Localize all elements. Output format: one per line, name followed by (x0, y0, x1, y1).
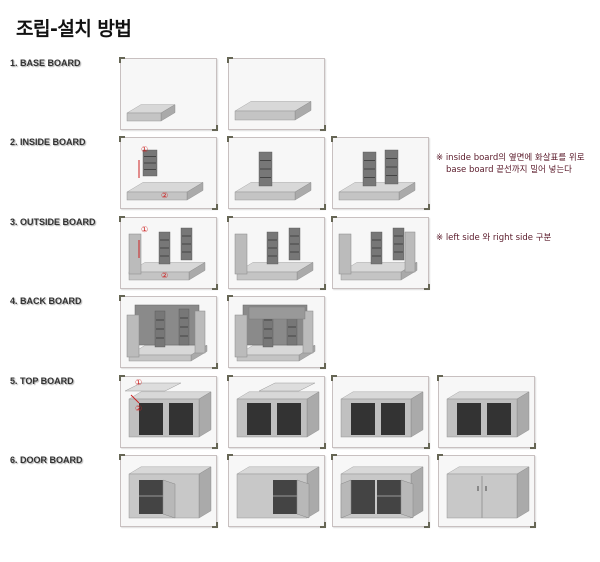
arrow-icon (130, 394, 140, 404)
step-image-inside-one (227, 136, 326, 210)
assembly-illustration (126, 104, 176, 122)
step-image-top-one (227, 375, 326, 449)
step-label: 6. DOOR BOARD (10, 455, 83, 465)
step-image-door-three (331, 454, 430, 528)
assembly-illustration (234, 304, 316, 362)
marker-one: ① (141, 225, 148, 234)
step-image-top-done (437, 375, 536, 449)
assembly-illustration (234, 101, 312, 121)
assembly-illustration (234, 151, 312, 201)
step-image-door-done (437, 454, 536, 528)
step-image-door-one (119, 454, 218, 528)
step-label: 4. BACK BOARD (10, 296, 82, 306)
page-title: 조립-설치 방법 (16, 18, 132, 40)
marker-two: ② (161, 271, 168, 280)
step-label: 5. TOP BOARD (10, 376, 74, 386)
assembly-illustration (126, 304, 208, 362)
marker-two: ② (135, 404, 142, 413)
assembly-illustration: ①② (124, 378, 212, 438)
step-image-door-two (227, 454, 326, 528)
marker-one: ① (135, 378, 142, 387)
step-image-outside-two (331, 216, 430, 290)
assembly-illustration (128, 466, 212, 519)
step-image-base-double (227, 57, 326, 131)
assembly-illustration (338, 149, 416, 201)
step-label: 1. BASE BOARD (10, 58, 81, 68)
step-image-outside-one (227, 216, 326, 290)
assembly-illustration (446, 466, 530, 519)
step-image-inside-two (331, 136, 430, 210)
step-note: ※ left side 와 right side 구분 (436, 232, 551, 244)
marker-two: ② (161, 191, 168, 200)
step-image-top-two (331, 375, 430, 449)
assembly-illustration: ①② (126, 145, 204, 201)
note-line: base board 끝선까지 밀어 넣는다 (446, 165, 572, 175)
assembly-illustration (236, 466, 320, 519)
step-note: ※ inside board의 옆면에 화살표를 위로 base board 끝선… (436, 152, 585, 176)
note-line: ※ inside board의 옆면에 화살표를 위로 (436, 153, 585, 163)
assembly-illustration (236, 382, 320, 438)
step-label: 3. OUTSIDE BOARD (10, 217, 96, 227)
assembly-illustration (340, 391, 424, 438)
assembly-illustration: ①② (128, 225, 206, 281)
assembly-illustration (338, 227, 418, 281)
assembly-illustration (340, 466, 424, 519)
note-line: ※ left side 와 right side 구분 (436, 233, 552, 243)
step-image-back-one (119, 295, 218, 369)
marker-one: ① (141, 145, 148, 154)
step-label: 2. INSIDE BOARD (10, 137, 86, 147)
step-image-base-single (119, 57, 218, 131)
assembly-illustration (446, 391, 530, 438)
assembly-illustration (234, 227, 314, 281)
step-image-back-two (227, 295, 326, 369)
